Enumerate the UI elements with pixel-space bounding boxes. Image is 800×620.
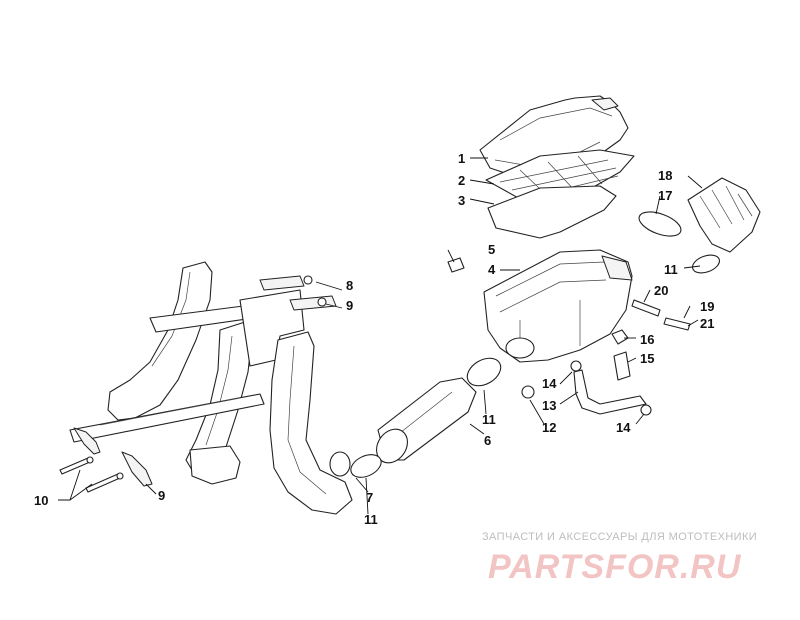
callout-21: 21 bbox=[700, 316, 714, 331]
leader-lines bbox=[58, 157, 703, 515]
callout-1: 1 bbox=[458, 151, 465, 166]
callout-11-lower: 11 bbox=[364, 512, 378, 527]
callout-14-right: 14 bbox=[616, 420, 631, 435]
callout-15: 15 bbox=[640, 351, 654, 366]
callout-18: 18 bbox=[658, 168, 672, 183]
callout-9-upper: 9 bbox=[346, 298, 353, 313]
callout-3: 3 bbox=[458, 193, 465, 208]
callout-20: 20 bbox=[654, 283, 668, 298]
airbox-assembly bbox=[329, 95, 761, 478]
callout-9-lower: 9 bbox=[158, 488, 165, 503]
watermark: ЗАПЧАСТИ И АКСЕССУАРЫ ДЛЯ МОТОТЕХНИКИ PA… bbox=[482, 531, 757, 586]
callout-5: 5 bbox=[488, 242, 495, 257]
callout-10: 10 bbox=[34, 493, 48, 508]
callout-11-middle: 11 bbox=[482, 412, 496, 427]
callout-19: 19 bbox=[700, 299, 714, 314]
callout-8: 8 bbox=[346, 278, 353, 293]
callout-7: 7 bbox=[366, 490, 373, 505]
callout-4: 4 bbox=[488, 262, 496, 277]
callout-16: 16 bbox=[640, 332, 654, 347]
callout-2: 2 bbox=[458, 173, 465, 188]
frame-assembly bbox=[59, 261, 353, 515]
callout-17: 17 bbox=[658, 188, 672, 203]
watermark-tagline: ЗАПЧАСТИ И АКСЕССУАРЫ ДЛЯ МОТОТЕХНИКИ bbox=[482, 531, 757, 543]
callout-11-upper: 11 bbox=[664, 262, 678, 277]
callout-13: 13 bbox=[542, 398, 556, 413]
callout-14-left: 14 bbox=[542, 376, 557, 391]
callout-6: 6 bbox=[484, 433, 491, 448]
callout-labels: 1 2 3 4 5 6 7 8 9 9 10 11 11 11 12 13 14… bbox=[34, 151, 714, 527]
watermark-brand: PARTSFOR.RU bbox=[488, 548, 742, 586]
callout-12: 12 bbox=[542, 420, 556, 435]
